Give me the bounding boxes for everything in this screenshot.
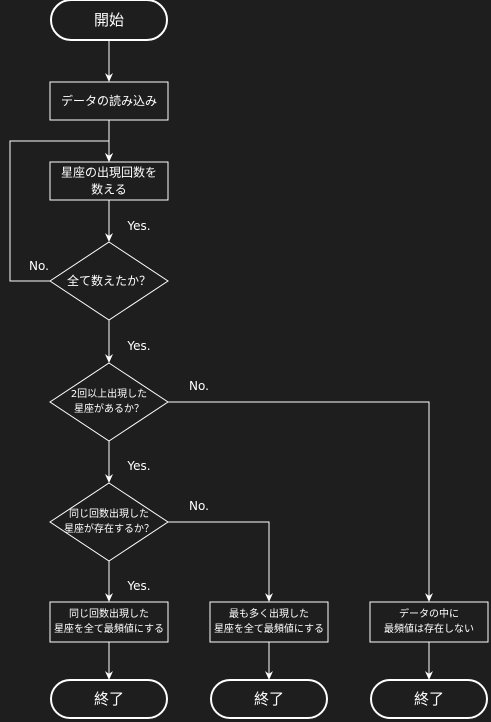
process-shape: [369, 601, 489, 643]
node-label: データの読み込み: [61, 93, 157, 108]
node-label: 最頻値は存在しない: [384, 622, 474, 635]
node-label: 終了: [414, 690, 444, 708]
edge-label-loop-no: No.: [29, 259, 49, 273]
node-label: 星座があるか？: [74, 402, 144, 415]
decision-shape: [49, 362, 169, 442]
decision-shape: [49, 241, 169, 321]
terminal-shape: [370, 679, 488, 719]
process-shape: [49, 161, 169, 201]
process-shape: [209, 601, 329, 643]
node-end3: 終了: [370, 679, 488, 719]
node-all-counted: 全て数えたか？: [49, 241, 169, 321]
node-label: 星座を全て最頻値にする: [214, 622, 324, 635]
node-label: 2回以上出現した: [71, 387, 147, 400]
node-load: データの読み込み: [49, 81, 169, 121]
decision-shape: [49, 482, 169, 562]
edge-label-count-yes: Yes.: [126, 219, 150, 233]
node-label: 開始: [94, 11, 124, 29]
edge-label-same-no: No.: [189, 499, 209, 513]
node-label: 終了: [254, 690, 284, 708]
edge-label-same-yes: Yes.: [126, 579, 150, 593]
process-shape: [49, 601, 169, 643]
terminal-shape: [50, 679, 168, 719]
node-end1: 終了: [50, 679, 168, 719]
node-start: 開始: [50, 0, 168, 41]
node-end2: 終了: [210, 679, 328, 719]
edge-label-twice-yes: Yes.: [126, 459, 150, 473]
node-label: データの中に: [399, 607, 459, 620]
node-label: 数える: [91, 182, 127, 197]
terminal-shape: [210, 679, 328, 719]
terminal-shape: [50, 0, 168, 41]
node-label: 終了: [94, 690, 124, 708]
node-label: 星座を全て最頻値にする: [54, 622, 164, 635]
edge-twice-no: [168, 401, 433, 602]
node-label: 星座が存在するか？: [64, 522, 154, 535]
node-label: 星座の出現回数を: [61, 165, 157, 180]
node-label: 同じ回数出現した: [69, 607, 149, 620]
node-label: 全て数えたか？: [67, 273, 151, 288]
edge-loop-no: [9, 140, 113, 282]
edge-label-twice-no: No.: [189, 379, 209, 393]
node-label: 同じ回数出現した: [69, 507, 149, 520]
edge-same-no: [168, 521, 273, 602]
process-shape: [49, 81, 169, 121]
node-label: 最も多く出現した: [229, 607, 309, 620]
edge-label-all-yes: Yes.: [126, 339, 150, 353]
